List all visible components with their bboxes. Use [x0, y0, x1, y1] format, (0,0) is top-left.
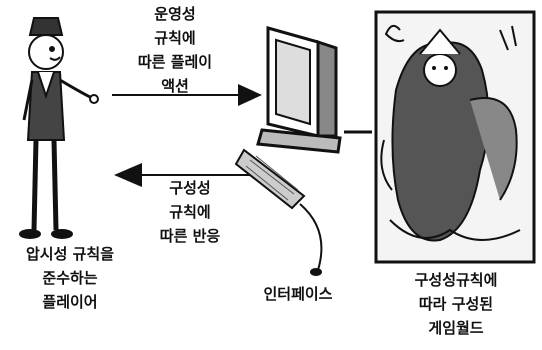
- action-label-line3: 따른 플레이: [137, 53, 213, 71]
- keyboard-icon: [234, 148, 323, 276]
- player-figure-icon: [19, 17, 99, 239]
- player-label-line3: 플레이어: [42, 293, 98, 311]
- action-arrow: [112, 84, 262, 106]
- interface-label: 인터페이스: [263, 285, 333, 303]
- action-label-line2: 규칙에: [154, 29, 196, 47]
- response-label-line1: 구성성: [169, 179, 211, 197]
- player-label-line1: 압시성 규칙을: [25, 245, 115, 263]
- action-label-line4: 액션: [161, 77, 189, 95]
- world-label-line3: 게임월드: [428, 319, 484, 337]
- response-label-line2: 규칙에: [169, 203, 211, 221]
- world-label-line1: 구성성규칙에: [414, 271, 498, 289]
- action-label-line1: 운영성: [154, 5, 196, 23]
- computer-icon: [256, 26, 342, 154]
- player-label-line2: 준수하는: [42, 269, 98, 287]
- game-world-icon: [374, 10, 536, 264]
- response-arrow: [114, 163, 262, 187]
- response-label-line3: 따른 반응: [159, 227, 221, 245]
- world-label-line2: 따라 구성된: [418, 295, 494, 313]
